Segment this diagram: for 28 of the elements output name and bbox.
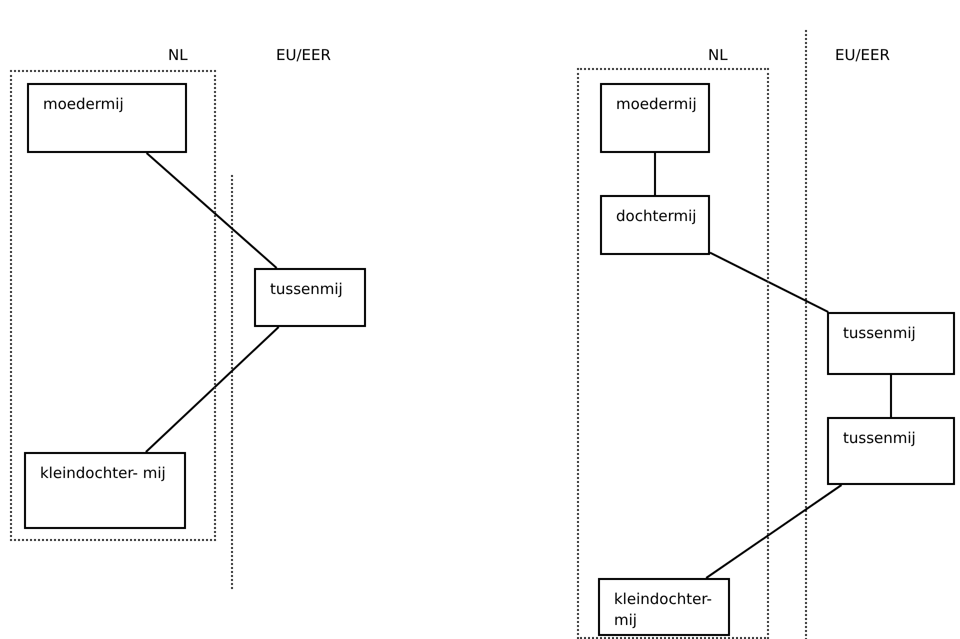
entity-name: kleindochter- mij (614, 589, 713, 631)
region-label: EU/EER (835, 46, 890, 64)
entity-box (27, 83, 187, 153)
dotted-frame (10, 70, 216, 541)
entity-name: moedermij (616, 94, 698, 115)
region-label: EU/EER (276, 46, 331, 64)
entity-name: kleindochter- mij (40, 463, 167, 484)
connector-line (145, 326, 280, 453)
connector-line (146, 152, 278, 269)
region-label: NL (168, 46, 188, 64)
entity-name: tussenmij (270, 279, 344, 300)
entity-name: moedermij (43, 94, 125, 115)
connector-line (654, 153, 656, 195)
entity-name: tussenmij (843, 323, 917, 344)
entity-box (600, 83, 710, 153)
entity-box (254, 268, 366, 327)
connector-line (890, 375, 892, 417)
entity-name: dochtermij (616, 206, 698, 227)
entity-box (600, 195, 710, 255)
entity-box (24, 452, 186, 529)
region-label: NL (708, 46, 728, 64)
connector-line (706, 484, 842, 579)
entity-box (827, 417, 955, 485)
entity-box (598, 578, 730, 636)
connector-line (710, 252, 829, 313)
dotted-frame (577, 68, 769, 639)
entity-box (827, 312, 955, 375)
entity-name: tussenmij (843, 428, 917, 449)
